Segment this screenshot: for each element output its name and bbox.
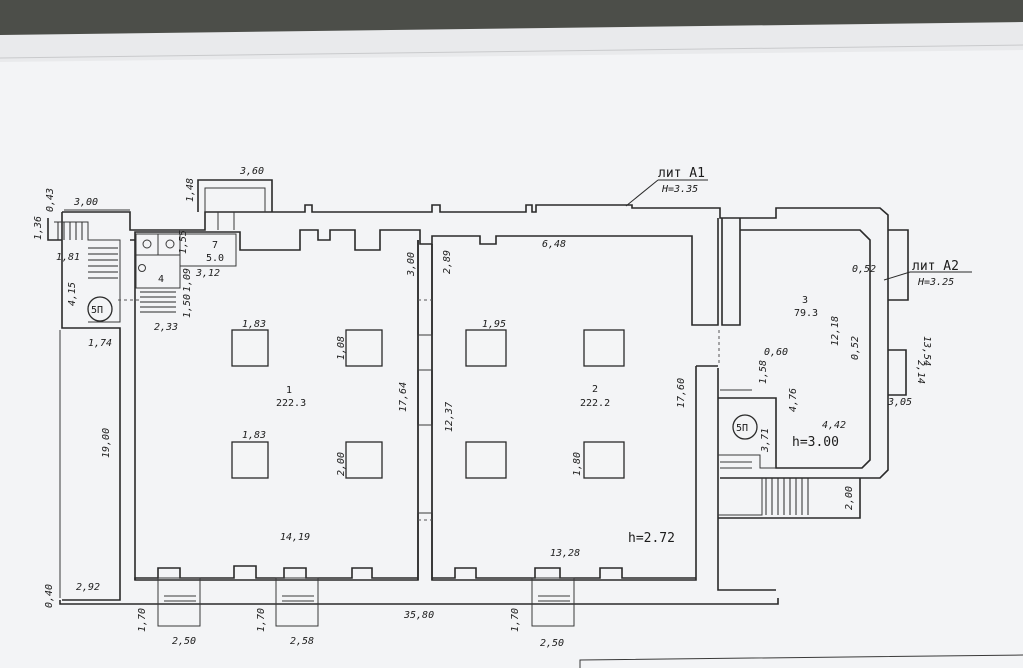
dim-room3-step: 1,58 xyxy=(758,360,769,384)
column xyxy=(345,329,383,367)
dim-sanitary-5: 2,33 xyxy=(154,322,178,333)
dim-col-5: 1,95 xyxy=(482,319,506,330)
dim-lit-a2-length: 13,54 xyxy=(921,336,932,366)
dim-bay-offset: 3,05 xyxy=(887,397,912,408)
room-4-number: 4 xyxy=(158,274,164,285)
dim-room1-top: 3,00 xyxy=(406,252,417,277)
dim-left-height: 19,00 xyxy=(101,428,112,458)
annotations: лит А1 Н=3.35 лит А2 Н=3.25 1 222.3 2 22… xyxy=(33,166,959,649)
leader-line-a2 xyxy=(883,271,911,281)
label-lit-a1: лит А1 xyxy=(658,166,705,181)
dim-porch-1-width: 2,50 xyxy=(172,636,196,647)
paper-sheet xyxy=(0,50,1023,668)
dim-sanitary-3: 1,09 xyxy=(182,268,193,292)
dim-porch-2-depth: 1,70 xyxy=(256,608,267,632)
dim-bay-window: 2,14 xyxy=(915,360,926,384)
dim-bottom-corner: 0,40 xyxy=(44,584,55,608)
stair-label-right: 5П xyxy=(736,423,748,434)
dim-room1-width: 14,19 xyxy=(280,532,310,543)
room-2-number: 2 xyxy=(592,384,598,395)
dim-stair-width: 1,81 xyxy=(56,252,80,263)
stair-marker-right xyxy=(732,414,758,440)
dim-porch-2-width: 2,58 xyxy=(290,636,314,647)
column xyxy=(345,441,383,479)
dim-room2-height: 17,60 xyxy=(676,378,687,408)
dim-room3-height: 12,18 xyxy=(830,316,841,346)
dim-sanitary-2: 3,12 xyxy=(195,268,220,279)
column xyxy=(465,441,507,479)
label-lit-a2: лит А2 xyxy=(912,259,959,274)
room-7-number: 7 xyxy=(212,240,218,251)
dim-room3-lower: 4,76 xyxy=(788,388,799,412)
leader-line-a1 xyxy=(625,179,659,207)
room-1-area: 222.3 xyxy=(276,398,306,409)
right-exit-stair xyxy=(718,389,861,519)
room-2-area: 222.2 xyxy=(580,398,610,409)
title-block-frame xyxy=(579,654,1023,668)
height-main: h=2.72 xyxy=(628,531,675,546)
sheet-edge xyxy=(0,44,1023,59)
label-lit-a2-height: Н=3.25 xyxy=(917,277,954,288)
column xyxy=(465,329,507,367)
height-room-3: h=3.00 xyxy=(792,435,839,450)
top-entrance-porch xyxy=(197,179,273,230)
dim-col-3: 1,83 xyxy=(242,430,266,441)
dim-porch-3-width: 2,50 xyxy=(540,638,564,649)
dim-corner-top: 0,43 xyxy=(45,188,56,212)
columns xyxy=(231,329,625,479)
dim-room2-topwidth: 6,48 xyxy=(542,239,566,250)
dim-stair-left: 1,36 xyxy=(33,216,44,240)
dim-room3-window-1: 0,52 xyxy=(852,264,876,275)
dim-bottom-left: 2,92 xyxy=(76,582,100,593)
dim-exit-depth: 2,00 xyxy=(844,486,855,510)
bottom-porches xyxy=(157,577,575,627)
left-stair-block xyxy=(47,218,140,323)
dim-stair-height: 4,15 xyxy=(67,282,78,306)
dim-room3-offset: 0,60 xyxy=(764,347,788,358)
dim-stair-right: 3,71 xyxy=(760,428,771,453)
stair-label-left: 5П xyxy=(91,305,103,316)
room-7-area: 5.0 xyxy=(206,253,224,264)
column xyxy=(583,441,625,479)
dim-sanitary-4: 1,50 xyxy=(182,294,193,318)
dim-room2-inner: 12,37 xyxy=(444,402,455,432)
dim-col-6: 1,80 xyxy=(572,452,583,476)
dim-col-2: 1,08 xyxy=(336,336,347,360)
stair-marker-left xyxy=(87,296,113,322)
dim-room3-window-2: 0,52 xyxy=(850,336,861,360)
dim-porch-1-depth: 1,70 xyxy=(137,608,148,632)
dim-col-1: 1,83 xyxy=(242,319,266,330)
label-lit-a1-height: Н=3.35 xyxy=(661,184,698,195)
room-1-number: 1 xyxy=(286,385,292,396)
dim-top-left: 3,00 xyxy=(73,197,98,208)
dim-col-4: 2,00 xyxy=(336,452,347,476)
dim-porch-depth: 1,48 xyxy=(185,178,196,202)
dim-room3-lowerwidth: 4,42 xyxy=(822,420,846,431)
dim-sanitary-1: 1,55 xyxy=(178,230,189,254)
column xyxy=(583,329,625,367)
dim-room2-width: 13,28 xyxy=(550,548,580,559)
sanitary-rooms xyxy=(135,233,237,313)
column xyxy=(231,329,269,367)
column xyxy=(231,441,269,479)
dim-total-length: 35,80 xyxy=(403,610,434,621)
dim-porch-3-depth: 1,70 xyxy=(510,608,521,632)
room-3-area: 79.3 xyxy=(794,308,818,319)
room-3-number: 3 xyxy=(802,295,808,306)
dim-room2-top: 2,89 xyxy=(442,250,453,274)
dim-room1-height: 17,64 xyxy=(398,382,409,412)
dim-porch-width: 3,60 xyxy=(239,166,264,177)
dim-left-offset: 1,74 xyxy=(88,338,112,349)
